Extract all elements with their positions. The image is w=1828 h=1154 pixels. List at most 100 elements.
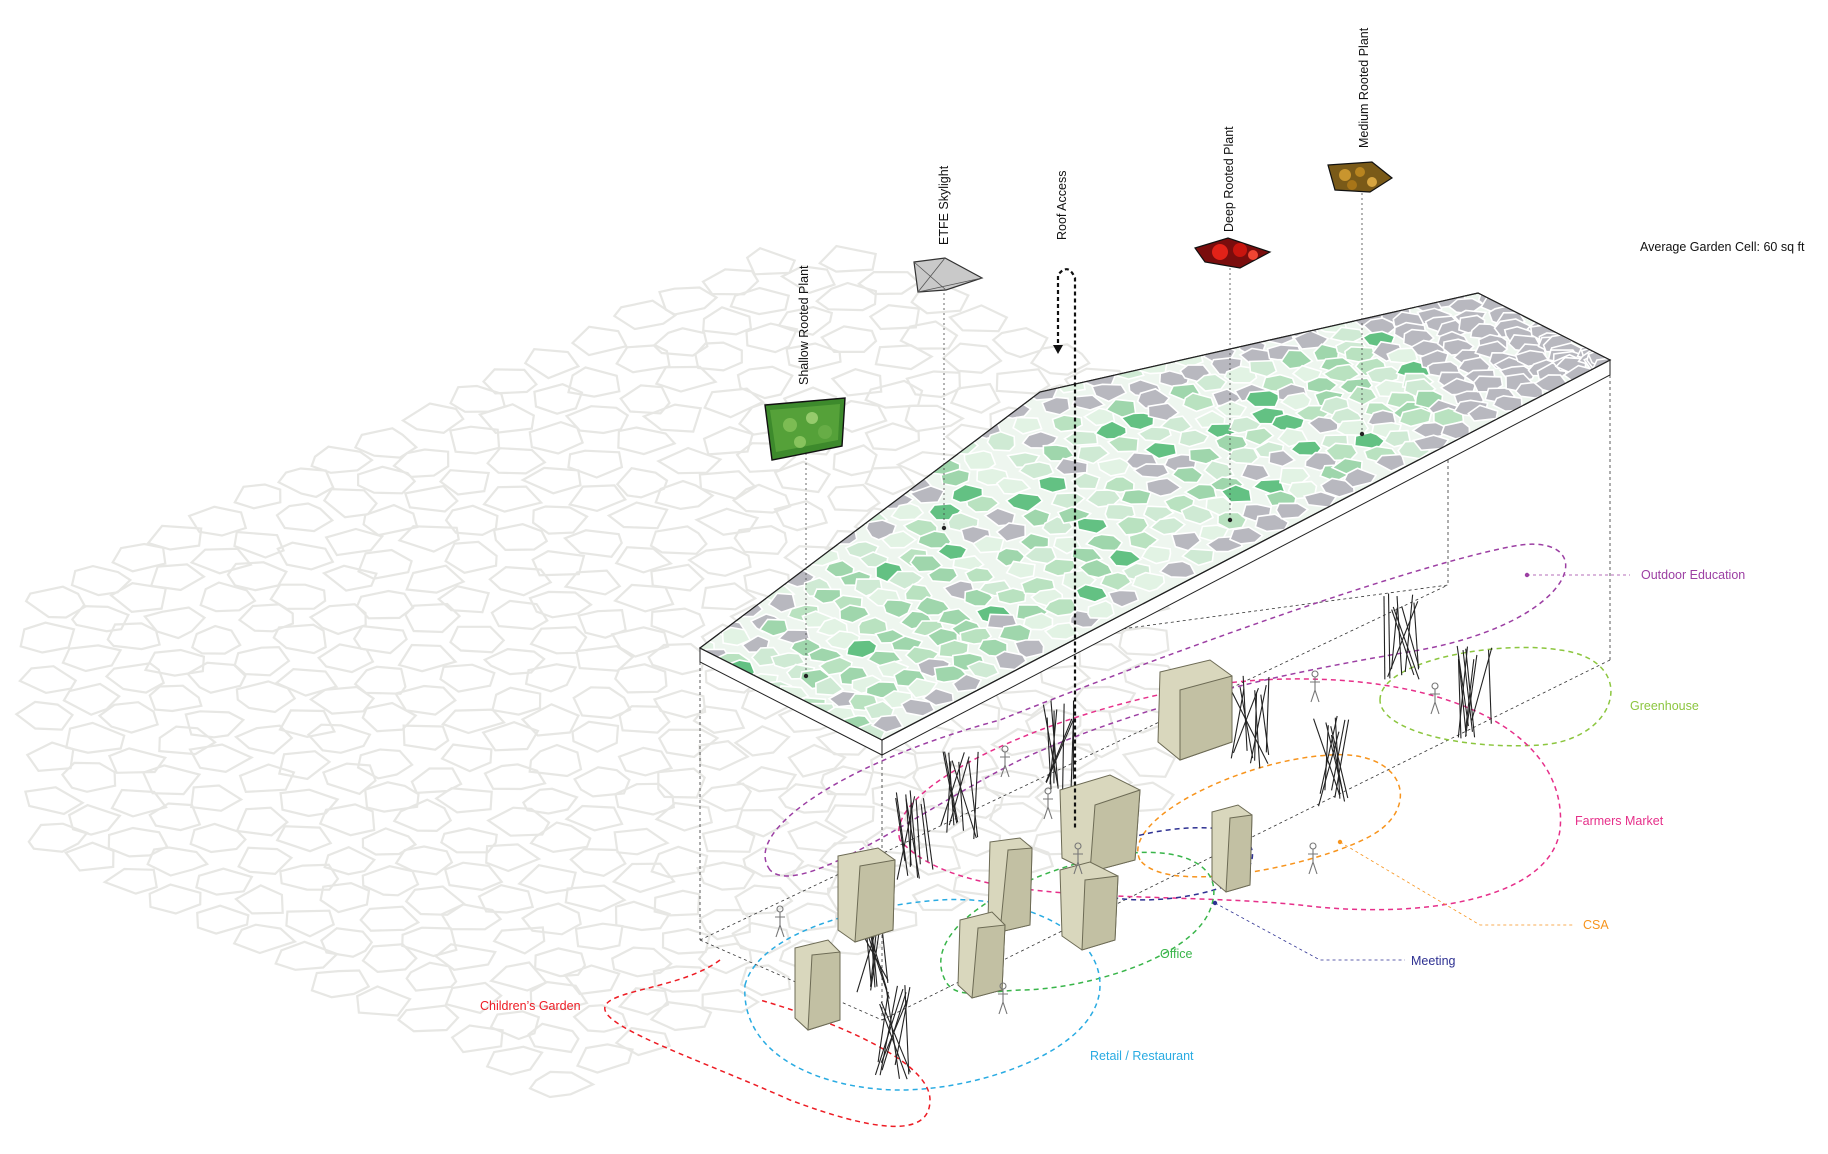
- garden-cell: [1070, 471, 1101, 490]
- garden-cell: [824, 559, 855, 578]
- site-cell: [237, 603, 295, 633]
- garden-cell: [1131, 571, 1166, 593]
- site-cell: [903, 842, 962, 876]
- site-cell: [520, 466, 582, 495]
- site-cell: [233, 645, 291, 677]
- site-cell: [735, 808, 790, 838]
- garden-cell: [1087, 599, 1115, 620]
- garden-cell: [1182, 392, 1216, 413]
- site-cell: [102, 867, 158, 895]
- site-cell: [562, 529, 623, 558]
- site-cell: [517, 864, 577, 895]
- site-cell: [233, 483, 282, 510]
- site-cell: [434, 943, 497, 971]
- garden-cell: [1005, 560, 1036, 580]
- site-cell: [323, 845, 377, 876]
- site-cell: [701, 824, 756, 853]
- garden-cell: [1346, 385, 1378, 406]
- site-cell: [731, 483, 792, 514]
- site-cell: [196, 904, 250, 935]
- site-cell: [702, 426, 754, 456]
- site-cell: [572, 686, 632, 720]
- garden-cell: [863, 700, 895, 720]
- site-cell: [824, 804, 875, 835]
- column: [957, 911, 1006, 999]
- site-cell: [362, 503, 419, 537]
- site-cell: [520, 902, 582, 936]
- garden-cell: [1178, 429, 1210, 448]
- site-cell: [149, 563, 206, 592]
- site-cell: [994, 689, 1057, 717]
- garden-cell: [1020, 507, 1051, 528]
- site-cell: [190, 624, 242, 655]
- faceted-columns: [794, 659, 1253, 1031]
- site-cell: [652, 965, 710, 993]
- site-cell: [19, 621, 76, 654]
- roof-leader-lines: [803, 193, 1365, 679]
- garden-cell: [983, 507, 1016, 527]
- site-cell: [359, 905, 421, 932]
- site-cell: [279, 788, 340, 818]
- garden-cell: [1188, 447, 1223, 465]
- site-cell: [868, 304, 921, 331]
- garden-cell: [971, 535, 1005, 554]
- stick-cluster: [1456, 645, 1493, 739]
- garden-cell: [1071, 394, 1107, 411]
- site-cell: [237, 846, 294, 876]
- garden-cell: [1292, 329, 1330, 350]
- site-cell: [65, 721, 126, 754]
- site-cell: [610, 946, 673, 978]
- site-cell: [18, 665, 78, 695]
- garden-cell: [1021, 430, 1059, 449]
- site-cell: [745, 246, 797, 276]
- site-cell: [562, 964, 621, 996]
- site-cell: [184, 710, 246, 739]
- garden-cell: [1013, 639, 1045, 659]
- site-cell: [190, 784, 244, 812]
- garden-cell: [1219, 483, 1253, 503]
- site-cell: [357, 548, 413, 580]
- site-cell: [444, 540, 498, 574]
- site-cell: [1118, 626, 1170, 657]
- shallow-rooted-plant-icon: [764, 397, 846, 461]
- site-cell: [188, 743, 254, 773]
- site-cell: [357, 465, 417, 495]
- site-cell: [864, 422, 921, 452]
- stick-cluster: [940, 751, 979, 840]
- garden-cell: [1275, 502, 1310, 520]
- site-cell: [572, 1004, 629, 1033]
- site-cell: [617, 426, 677, 456]
- column: [1211, 804, 1253, 893]
- site-cell: [405, 564, 466, 594]
- site-cell: [785, 902, 838, 932]
- label-greenhouse: Greenhouse: [1630, 699, 1699, 713]
- site-cell: [234, 884, 284, 915]
- site-cell: [439, 663, 496, 693]
- garden-cell: [1143, 441, 1178, 460]
- site-cell: [988, 801, 1046, 836]
- site-cell: [308, 685, 376, 715]
- site-cell: [361, 943, 418, 974]
- site-cell: [734, 884, 794, 916]
- site-cell: [486, 806, 551, 837]
- label-deep-rooted-plant: Deep Rooted Plant: [1222, 126, 1236, 232]
- site-cell: [274, 667, 339, 697]
- garden-cell: [1467, 404, 1499, 422]
- site-cell: [440, 827, 498, 854]
- site-cell: [481, 368, 538, 395]
- site-cell: [736, 365, 794, 400]
- site-cell: [1068, 728, 1120, 759]
- label-childrens-garden: Children’s Garden: [480, 999, 581, 1013]
- site-cell: [233, 724, 294, 755]
- site-cell: [650, 845, 709, 879]
- site-cell: [275, 825, 333, 853]
- person-figure: [1073, 842, 1083, 875]
- site-cell: [649, 1000, 713, 1032]
- site-cell: [564, 804, 624, 832]
- site-cell: [652, 689, 707, 719]
- site-cell: [14, 700, 75, 731]
- garden-cell: [915, 596, 951, 617]
- person-figure: [775, 905, 785, 938]
- zone-greenhouse: [1379, 646, 1612, 747]
- site-cell: [779, 265, 837, 295]
